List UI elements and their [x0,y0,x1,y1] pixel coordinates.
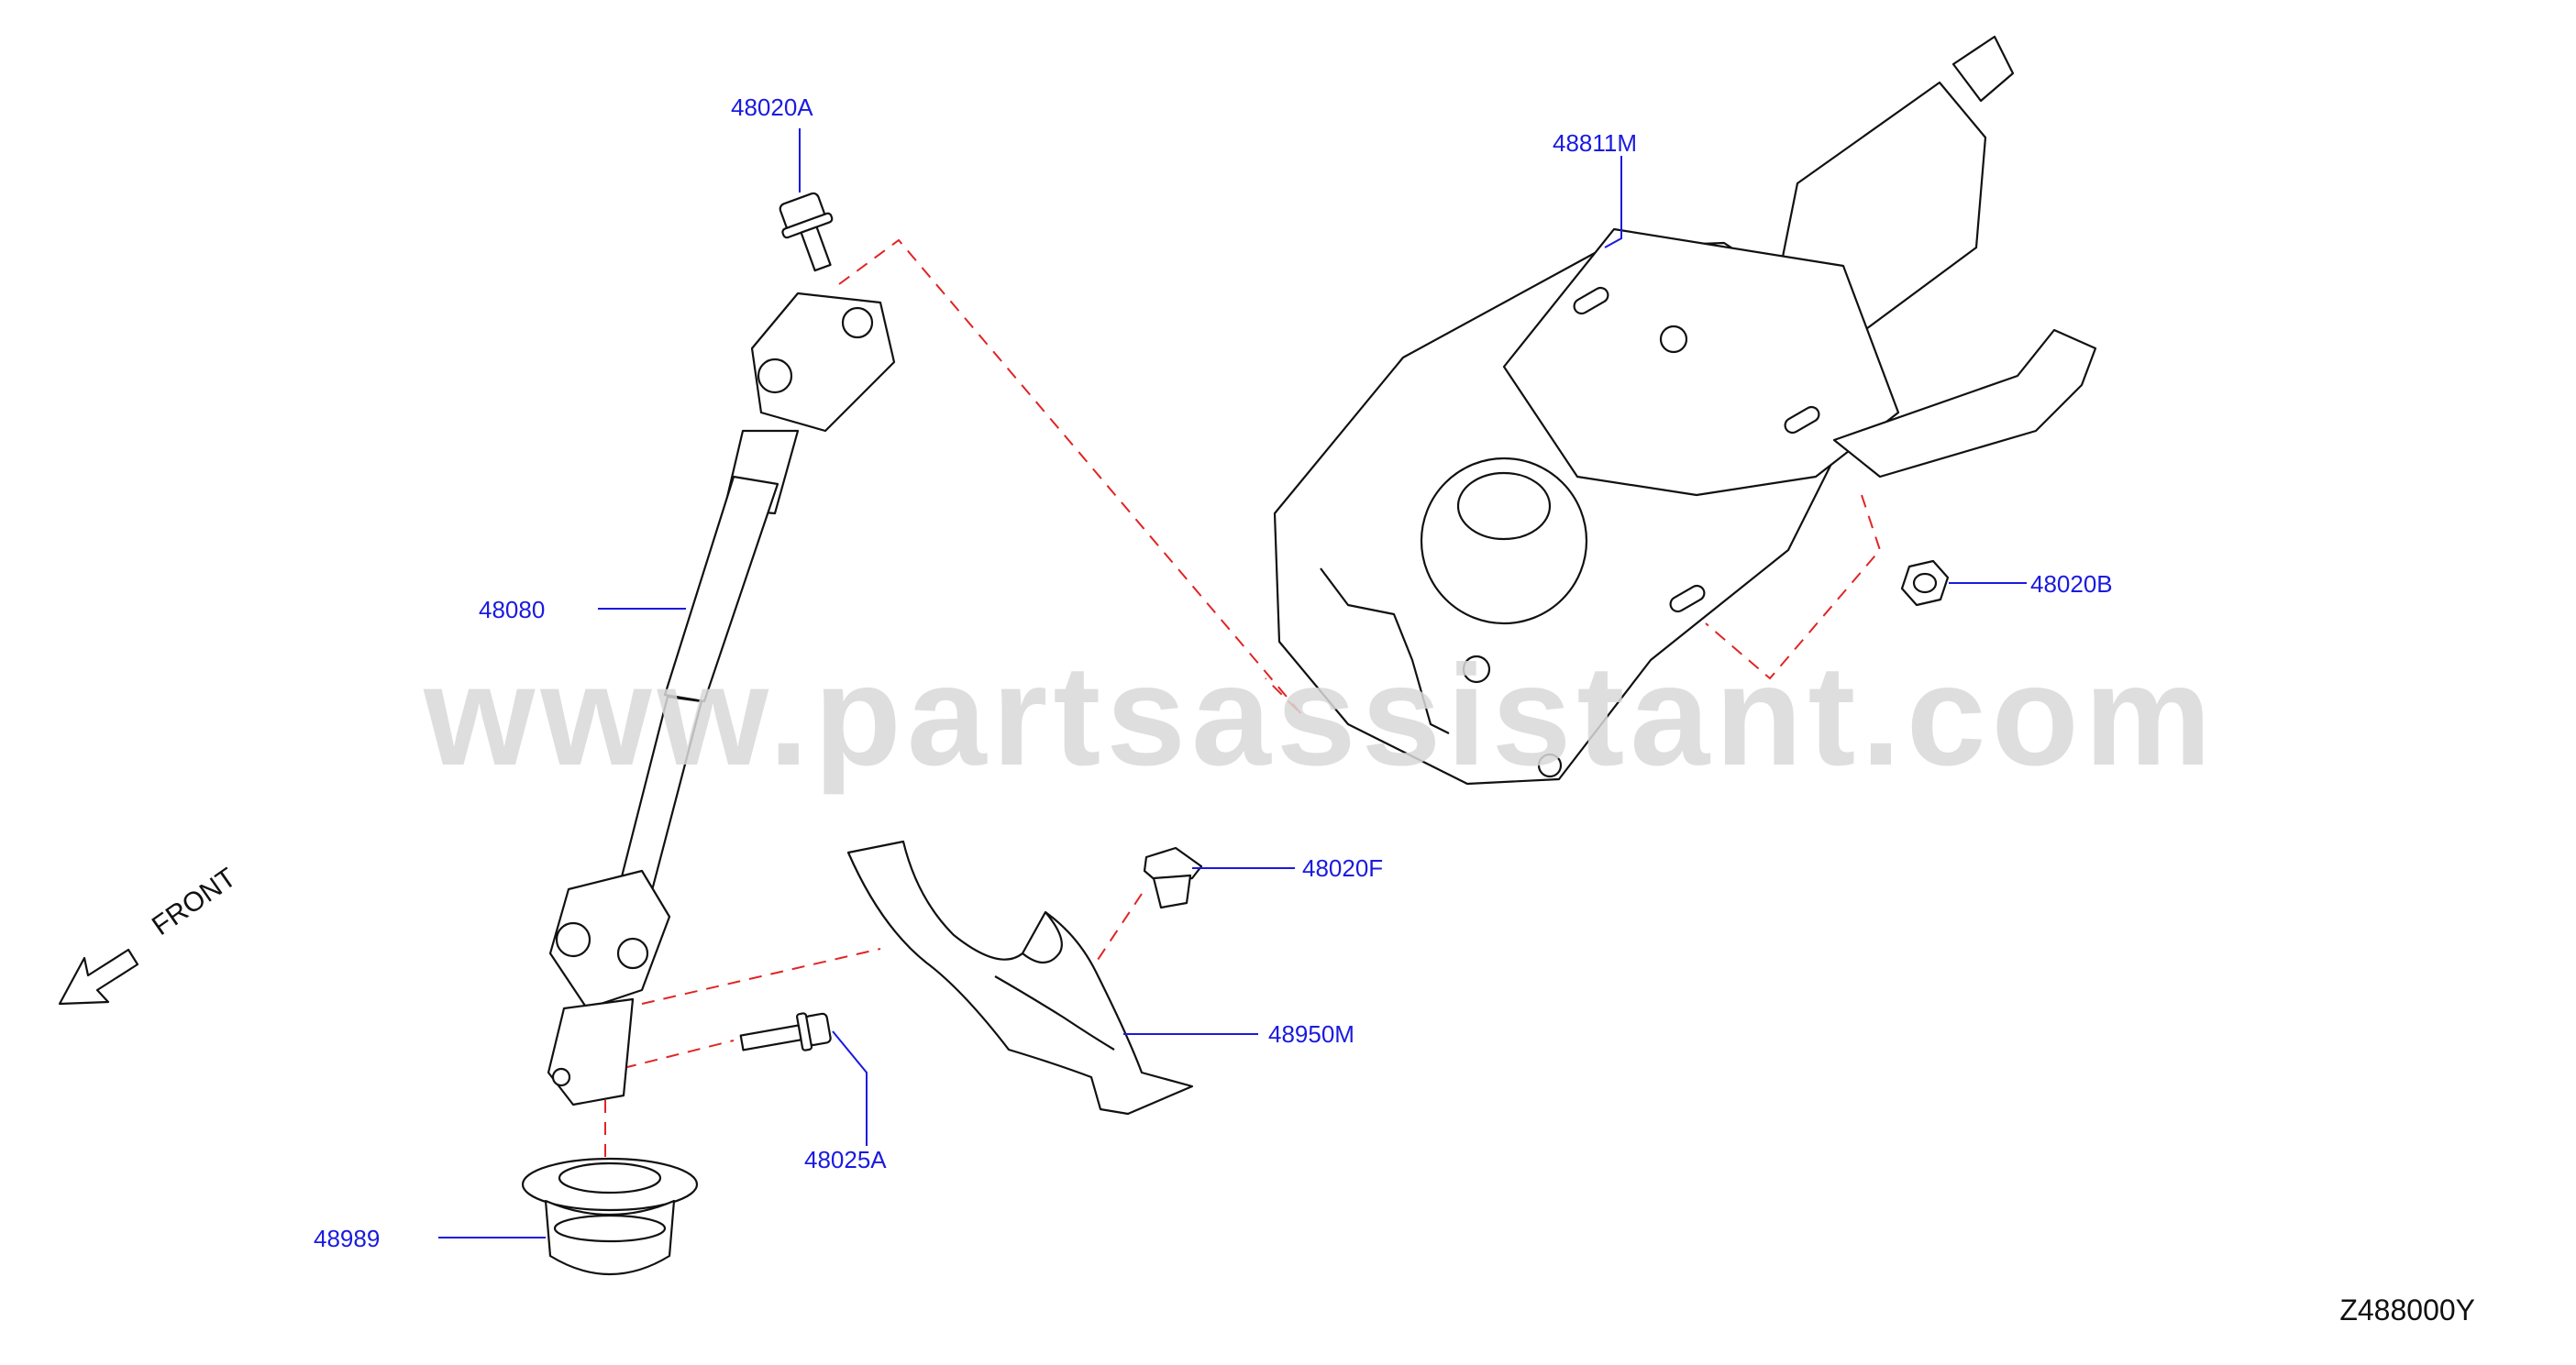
upper-yoke-eye [841,306,874,339]
front-arrow-shape [58,948,139,1006]
front-arrow-icon [58,948,139,1006]
bracket-slot-2 [1784,405,1820,435]
upper-joint-pin [757,358,793,394]
column-bolt-head [1462,655,1491,684]
leader-48025A [832,1030,868,1146]
lower-joint-pin [555,921,591,958]
seal-48989[interactable] [521,1157,699,1275]
cover-top-curl [1022,911,1063,964]
part-label-48989[interactable]: 48989 [314,1225,381,1252]
diagram-code: Z488000Y [2339,1293,2475,1326]
lower-yoke-eye [616,937,649,970]
clip-head [1143,846,1203,884]
part-label-48020B[interactable]: 48020B [2030,570,2113,598]
dash-column-to-nut [1705,494,1882,680]
cover-48950M[interactable] [846,840,1194,1116]
steering-column-48811M[interactable] [1273,35,2097,786]
dash-bolt-to-joint [623,1040,735,1069]
bolt-48025A[interactable] [739,1009,832,1061]
leader-48811M [1604,156,1622,248]
shaft-tube [663,475,779,703]
part-label-48950M[interactable]: 48950M [1268,1020,1354,1048]
bolt-shank [800,226,832,272]
nut-face [1912,572,1938,594]
column-pivot [1659,325,1688,354]
wire-harness [1320,567,1450,734]
column-bolt-lower [1537,753,1563,778]
lower-stub-hole [551,1067,571,1087]
part-label-48811M[interactable]: 48811M [1553,129,1638,157]
part-label-48080[interactable]: 48080 [479,596,546,623]
cover-inner-fold [994,975,1115,1051]
clip-body [1152,874,1192,909]
watermark: www.partsassistant.com [424,636,2217,796]
column-shaft-tip [1951,35,2015,103]
seal-boot [544,1199,676,1275]
bracket-slot-3 [1669,584,1706,613]
mounting-bracket [1502,227,1900,497]
clip-48020F[interactable] [1143,846,1203,909]
tilt-lever [1832,328,2097,479]
dash-shaft-to-cover [641,948,881,1005]
intermediate-shaft-48080[interactable] [547,292,896,1106]
bolt-shank [739,1024,802,1051]
bracket-slot-1 [1573,286,1609,315]
bolt-48020A[interactable] [773,190,846,276]
lower-yoke [548,869,671,1010]
part-label-48020F[interactable]: 48020F [1302,854,1384,882]
seal-top-ring [558,1161,662,1194]
leader-lines [438,128,2027,1238]
lower-stub [547,997,635,1106]
part-label-48020A[interactable]: 48020A [731,94,813,121]
dash-shaft-to-column [838,238,1303,716]
cover-panel [846,840,1194,1116]
seal-inner-ring [553,1214,667,1243]
motor-cap [1456,471,1552,541]
nut-48020B[interactable] [1900,559,1950,607]
part-label-48025A[interactable]: 48025A [804,1146,887,1173]
